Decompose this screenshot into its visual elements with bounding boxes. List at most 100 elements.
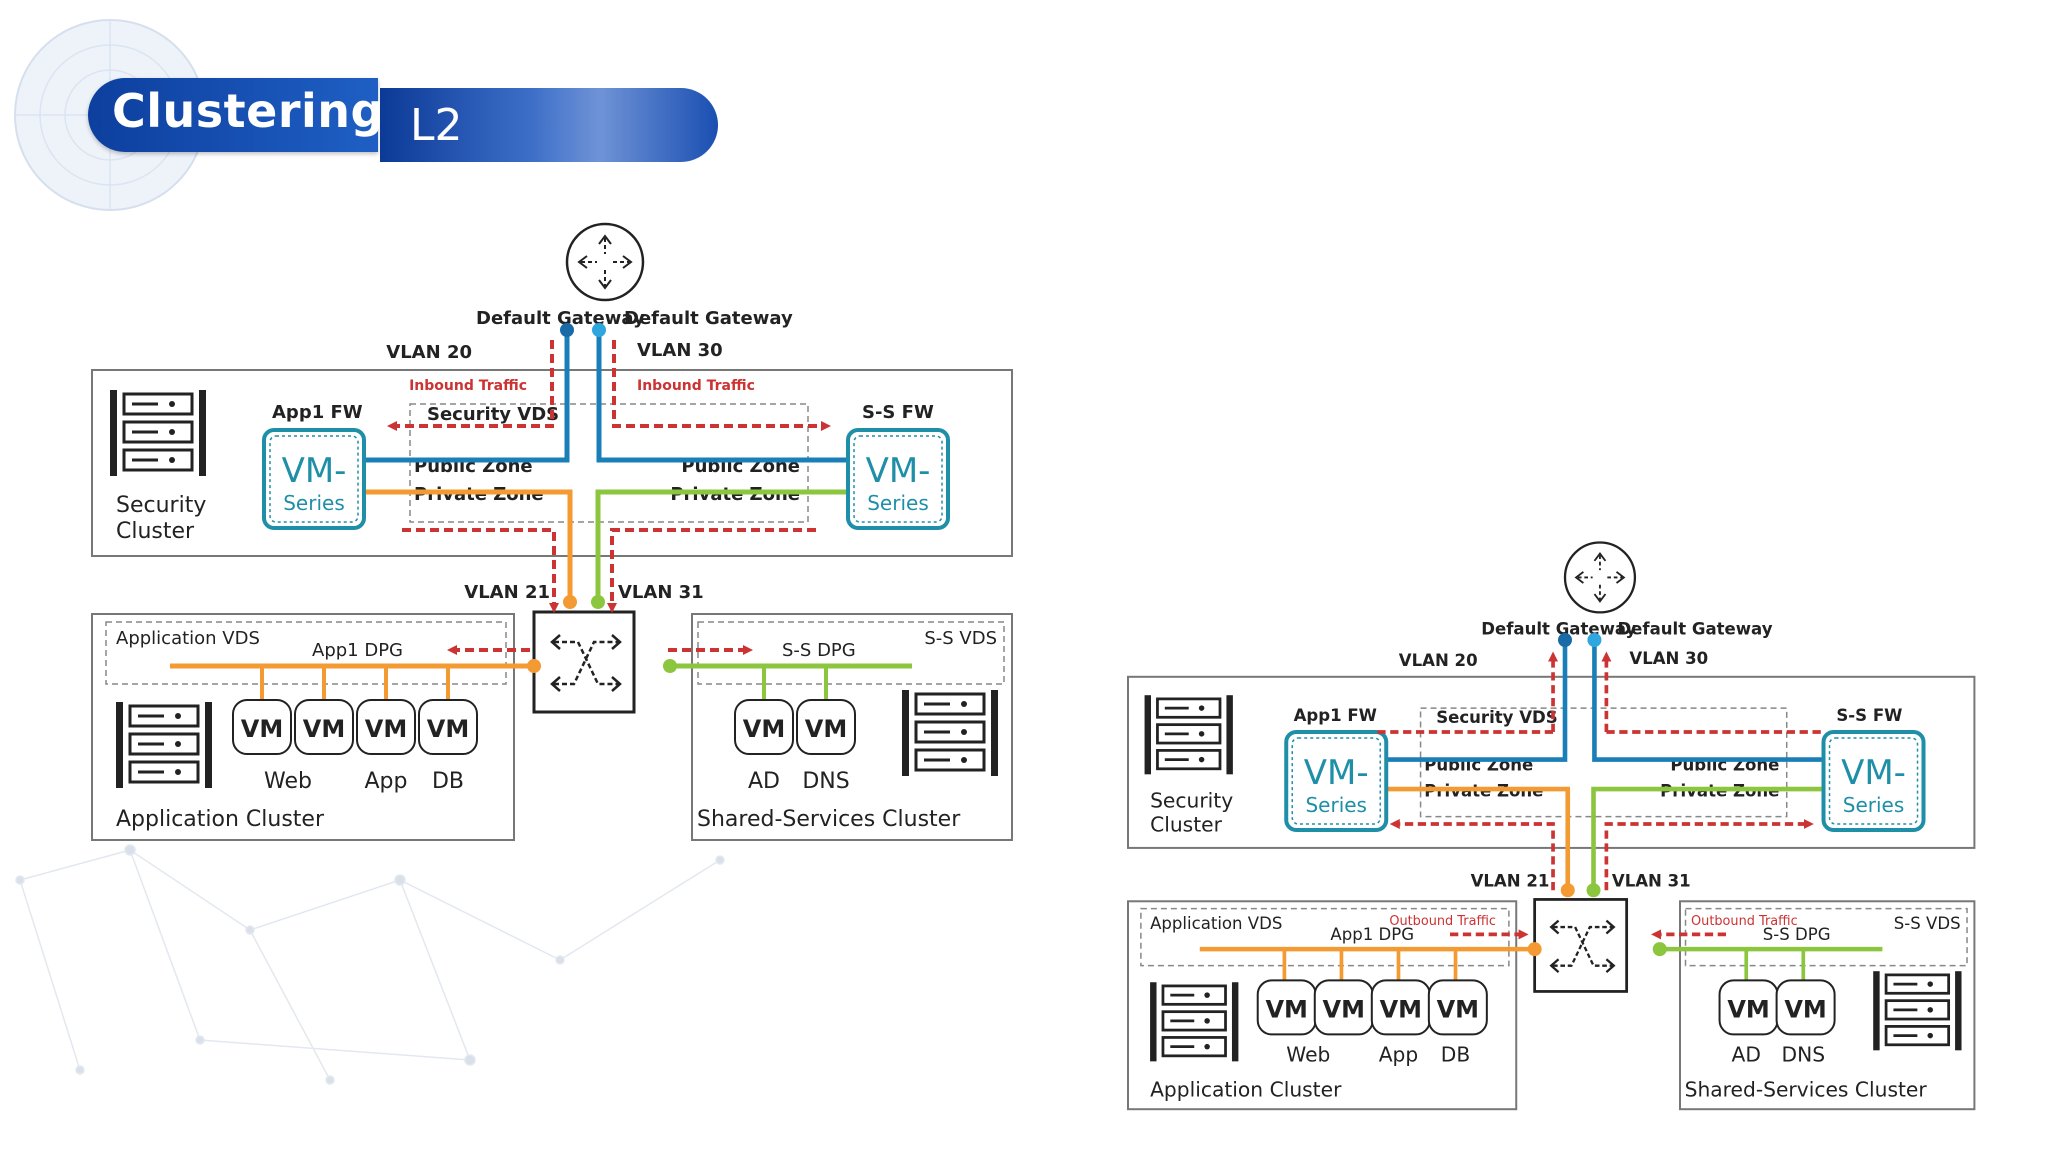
network-decoration — [15, 844, 725, 1085]
ss-vm-1-label: VM — [805, 715, 847, 743]
app1-fw-vm-series-inner — [1291, 737, 1381, 825]
ad-label: AD — [748, 769, 780, 794]
app1-fw-vm-series-sub: Series — [283, 491, 345, 515]
vlan31-dot — [591, 595, 605, 609]
outbound-flow-ss-up — [1604, 819, 1814, 891]
ss-vm-1-label: VM — [1784, 995, 1826, 1023]
db-label: DB — [1441, 1042, 1470, 1066]
ss-fw-vm-series-main: VM- — [1841, 753, 1906, 793]
ss-vm-1 — [1775, 979, 1836, 1036]
app1-fw-vm-series-sub: Series — [1305, 793, 1367, 817]
application-cluster-server-icon — [1148, 980, 1240, 1063]
app-vm-2-label: VM — [1380, 995, 1422, 1023]
security-cluster-server-icon — [1143, 693, 1235, 776]
app-vm-1 — [294, 699, 354, 755]
app1-fw-vm-series-main: VM- — [1304, 753, 1369, 793]
security-cluster-label-2: Cluster — [1150, 812, 1222, 836]
shared-services-cluster-box — [1679, 900, 1976, 1111]
security-cluster-label-2: Cluster — [116, 519, 195, 544]
app1-fw-label: App1 FW — [1294, 706, 1377, 725]
shared-services-server-icon — [900, 688, 1000, 778]
ss-fw-vm-series-sub: Series — [1843, 793, 1905, 817]
ss-fw-vm-series — [1821, 730, 1926, 832]
application-cluster-box — [91, 613, 515, 841]
application-vds-label: Application VDS — [1150, 914, 1282, 933]
app-vm-0-label: VM — [1265, 995, 1307, 1023]
ad-label: AD — [1732, 1042, 1761, 1066]
app-vm-3-label: VM — [427, 715, 469, 743]
security-cluster-label-1: Security — [116, 493, 206, 518]
security-vds-label: Security VDS — [427, 404, 559, 425]
shared-services-cluster-label: Shared-Services Cluster — [697, 807, 961, 832]
ss-vds-box — [1684, 907, 1968, 967]
ss-fw-vm-series-inner — [853, 435, 943, 523]
vlan30-public-line — [1592, 640, 1824, 762]
security-vds-label: Security VDS — [1436, 708, 1557, 727]
inbound-flow-app-down — [402, 528, 559, 613]
ss-fw-label: S-S FW — [862, 402, 934, 423]
security-vds-box — [1419, 707, 1788, 818]
router-icon — [1563, 541, 1637, 614]
inbound-label-left: Inbound Traffic — [409, 378, 527, 394]
vlan31-dot — [1586, 883, 1601, 898]
vlan30-dot — [1587, 633, 1602, 647]
dns-label: DNS — [802, 769, 849, 794]
web-label: Web — [1286, 1042, 1330, 1066]
vlan30-public-line — [596, 330, 848, 463]
vlan21-label: VLAN 21 — [1471, 872, 1550, 891]
ss-dpg-label: S-S DPG — [782, 640, 856, 661]
application-cluster-label: Application Cluster — [116, 807, 325, 832]
vlan30-label: VLAN 30 — [1629, 649, 1708, 668]
vlan21-private-line — [362, 489, 573, 602]
security-cluster-box — [1127, 675, 1976, 849]
app1-fw-label: App1 FW — [272, 402, 363, 423]
app-vm-0-label: VM — [241, 715, 283, 743]
app1-fw-vm-series — [1284, 730, 1389, 832]
outbound-flow-app-up — [1389, 819, 1555, 891]
vlan20-dot — [560, 323, 574, 337]
app1-dpg-label: App1 DPG — [1330, 925, 1414, 944]
gateway-label-left: Default Gateway — [1481, 619, 1636, 638]
vlan31-label: VLAN 31 — [618, 582, 704, 603]
ss-fw-vm-series-main: VM- — [866, 451, 931, 491]
shared-services-cluster-label: Shared-Services Cluster — [1685, 1077, 1928, 1101]
app-label: App — [1379, 1042, 1419, 1066]
vlan20-dot — [1558, 633, 1572, 647]
app1-fw-vm-series — [262, 428, 366, 530]
vlan31-private-line — [1591, 786, 1824, 891]
app-vm-2 — [356, 699, 416, 755]
app-label: App — [365, 769, 408, 794]
app-vm-3 — [1427, 979, 1488, 1036]
vlan20-public-line — [1376, 640, 1568, 762]
ss-fw-vm-series-sub: Series — [867, 491, 929, 515]
app-vm-2-label: VM — [365, 715, 407, 743]
app1-dpg-label: App1 DPG — [312, 640, 403, 661]
ss-dpg-dot — [663, 659, 677, 673]
db-label: DB — [432, 769, 464, 794]
web-label: Web — [264, 769, 312, 794]
page-subtitle: L2 — [410, 100, 463, 151]
ss-fw-vm-series — [846, 428, 950, 530]
app1-fw-vm-series-inner — [269, 435, 359, 523]
app1-dpg-dot — [527, 659, 541, 673]
shared-services-server-icon — [1871, 969, 1963, 1052]
ss-dpg-label: S-S DPG — [1763, 925, 1831, 944]
app-vm-3 — [418, 699, 478, 755]
inbound-flow-ss-down — [607, 528, 816, 613]
ss-fw-label: S-S FW — [1836, 706, 1902, 725]
title-banner: Clustering — [88, 78, 383, 152]
subtitle-banner: L2 — [380, 88, 718, 162]
security-vds-box — [409, 403, 809, 523]
page-title: Clustering — [112, 84, 384, 138]
vlan20-label: VLAN 20 — [386, 342, 472, 363]
gateway-label-right: Default Gateway — [624, 308, 793, 329]
outbound-label-right: Outbound Traffic — [1691, 914, 1798, 929]
gateway-label-right: Default Gateway — [1617, 619, 1772, 638]
vlan21-dot — [563, 595, 577, 609]
ss-vds-box — [697, 621, 1005, 685]
vlan21-label: VLAN 21 — [464, 582, 550, 603]
app1-dpg-dot — [1527, 942, 1542, 957]
switch-icon — [532, 610, 636, 714]
